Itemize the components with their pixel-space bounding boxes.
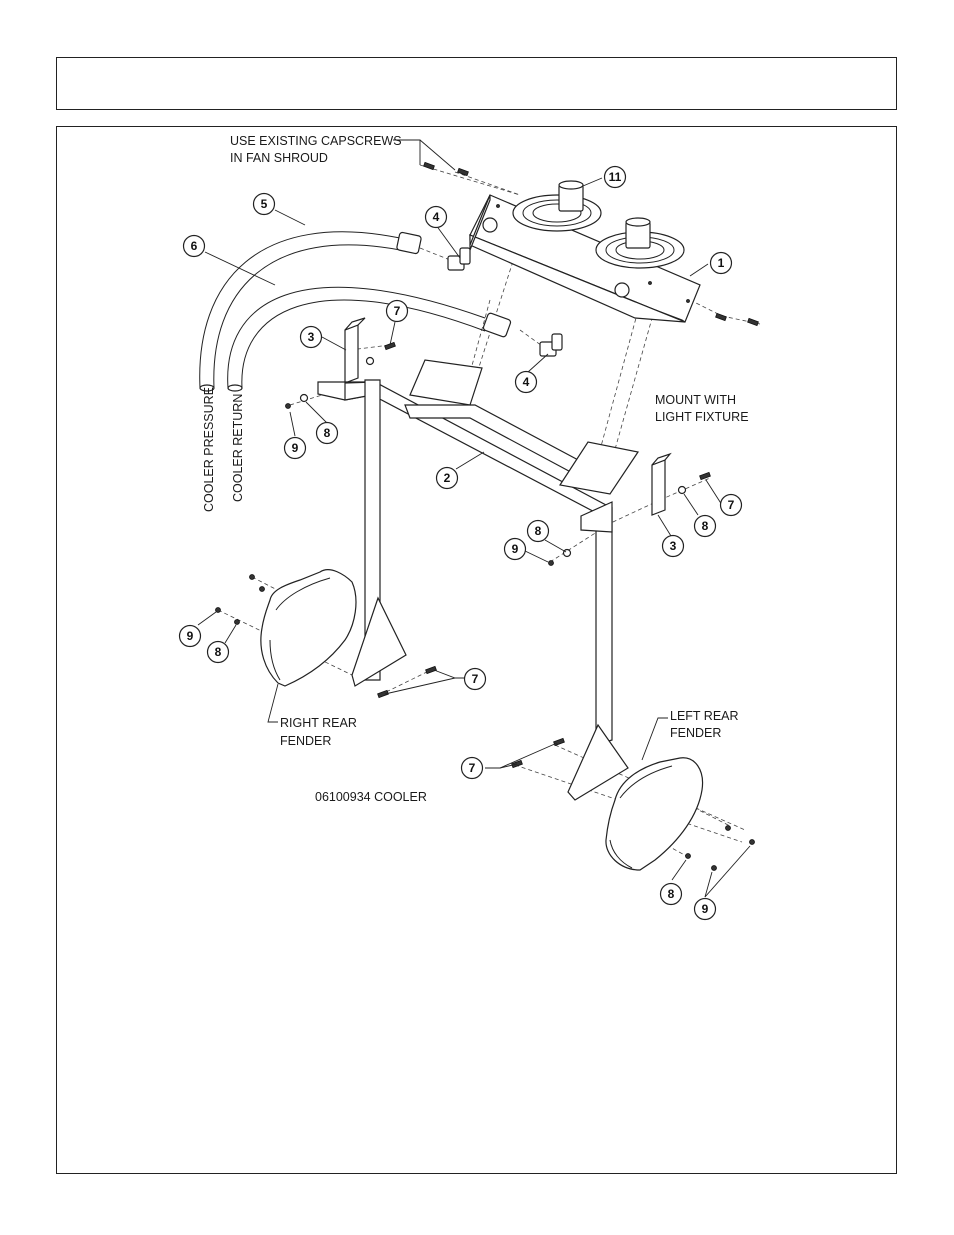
- support-frame: [318, 360, 638, 800]
- balloon-number: 7: [469, 761, 476, 775]
- balloon-item: 8: [317, 423, 338, 444]
- balloon-item: 4: [516, 372, 537, 393]
- balloon-item: 7: [465, 669, 486, 690]
- mount-label-line1: MOUNT WITH: [655, 393, 736, 407]
- balloon-item: 9: [695, 899, 716, 920]
- balloon-number: 3: [308, 330, 315, 344]
- balloon-number: 1: [718, 256, 725, 270]
- balloon-item: 7: [462, 758, 483, 779]
- mount-label-line2: LIGHT FIXTURE: [655, 410, 749, 424]
- balloon-number: 4: [523, 375, 530, 389]
- balloon-number: 8: [702, 519, 709, 533]
- balloon-number: 9: [187, 629, 194, 643]
- balloon-number: 7: [728, 498, 735, 512]
- balloon-item: 1: [711, 253, 732, 274]
- balloon-item: 3: [301, 327, 322, 348]
- balloon-number: 8: [535, 524, 542, 538]
- balloon-number: 8: [324, 426, 331, 440]
- assembly-lines: [218, 165, 760, 858]
- balloon-item: 9: [180, 626, 201, 647]
- right-fender-label-line1: RIGHT REAR: [280, 716, 357, 730]
- balloon-number: 5: [261, 197, 268, 211]
- balloon-number: 8: [668, 887, 675, 901]
- balloon-item: 8: [528, 521, 549, 542]
- left-fender-label-line1: LEFT REAR: [670, 709, 739, 723]
- balloon-number: 9: [512, 542, 519, 556]
- balloon-number: 8: [215, 645, 222, 659]
- balloon-item: 3: [663, 536, 684, 557]
- balloon-item: 11: [605, 167, 626, 188]
- capscrews-label-line2: IN FAN SHROUD: [230, 151, 328, 165]
- cooler-pressure-label: COOLER PRESSURE: [202, 387, 216, 512]
- oil-cooler: [470, 181, 700, 322]
- balloon-item: 6: [184, 236, 205, 257]
- balloon-number: 7: [394, 304, 401, 318]
- mounting-brackets: [345, 318, 670, 515]
- balloon-number: 11: [609, 170, 622, 184]
- balloon-item: 8: [661, 884, 682, 905]
- capscrews-label-line1: USE EXISTING CAPSCREWS: [230, 134, 402, 148]
- balloon-item: 5: [254, 194, 275, 215]
- balloon-number: 9: [292, 441, 299, 455]
- drawing-number: 06100934 COOLER: [315, 790, 427, 804]
- balloon-item: 8: [695, 516, 716, 537]
- balloon-item: 9: [505, 539, 526, 560]
- balloon-number: 4: [433, 210, 440, 224]
- right-fender-label-line2: FENDER: [280, 734, 331, 748]
- balloon-item: 8: [208, 642, 229, 663]
- balloon-number: 9: [702, 902, 709, 916]
- balloon-number: 7: [472, 672, 479, 686]
- balloon-number: 2: [444, 471, 451, 485]
- balloon-item: 7: [387, 301, 408, 322]
- left-fender-label-line2: FENDER: [670, 726, 721, 740]
- balloon-number: 6: [191, 239, 198, 253]
- balloon-number: 3: [670, 539, 677, 553]
- cooler-return-label: COOLER RETURN: [231, 394, 245, 502]
- balloon-item: 4: [426, 207, 447, 228]
- balloon-item: 7: [721, 495, 742, 516]
- balloon-item: 2: [437, 468, 458, 489]
- balloon-item: 9: [285, 438, 306, 459]
